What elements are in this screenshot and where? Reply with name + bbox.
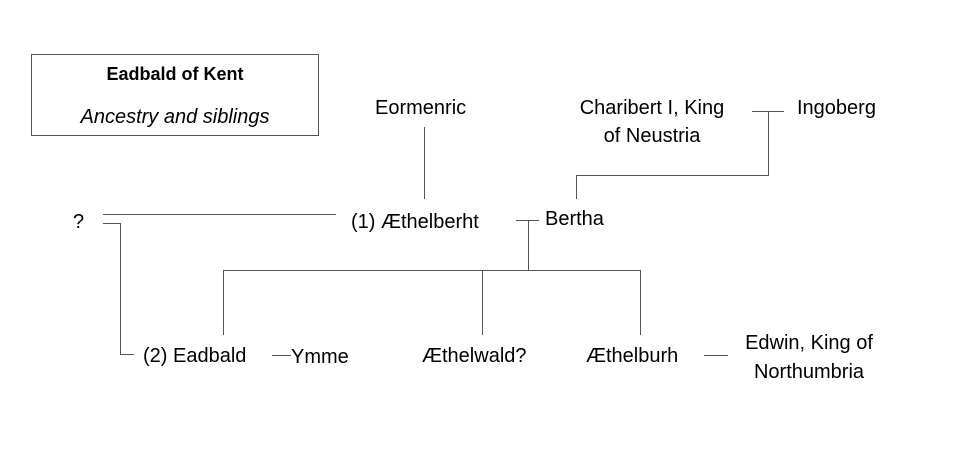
person-aethelberht: (1) Æthelberht xyxy=(351,211,479,233)
person-aethelwald: Æthelwald? xyxy=(422,345,527,367)
person-eadbald: (2) Eadbald xyxy=(143,345,247,367)
person-charibert-line1: Charibert I, King xyxy=(579,97,725,119)
person-ingoberg: Ingoberg xyxy=(797,97,876,119)
person-unknown: ? xyxy=(73,211,85,233)
title-box: Eadbald of Kent Ancestry and siblings xyxy=(31,54,319,136)
person-ymme: Ymme xyxy=(291,346,349,368)
person-edwin-line1: Edwin, King of xyxy=(745,332,873,354)
person-eormenric: Eormenric xyxy=(375,97,467,119)
bertha-descent-line xyxy=(576,111,769,199)
unknown-eadbald-descent-line xyxy=(103,223,134,355)
person-aethelburh: Æthelburh xyxy=(586,345,679,367)
tree-subtitle: Ancestry and siblings xyxy=(80,106,270,128)
person-edwin-line2: Northumbria xyxy=(753,361,865,383)
person-bertha: Bertha xyxy=(545,208,604,230)
tree-title: Eadbald of Kent xyxy=(106,64,244,84)
person-charibert-line2: of Neustria xyxy=(603,125,701,147)
